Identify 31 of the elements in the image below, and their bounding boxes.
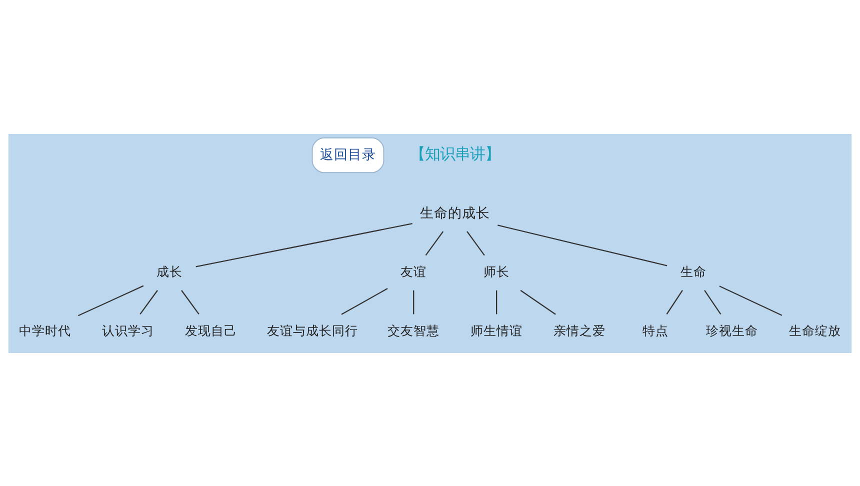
label: 【知识串讲】 (410, 144, 500, 162)
node-text: 中学时代 (19, 322, 72, 338)
connector (196, 222, 412, 267)
connector (140, 290, 158, 314)
node-text: 友谊与成长同行 (266, 322, 358, 338)
node-text: 生命 (680, 264, 706, 279)
node-text: 成长 (156, 264, 183, 279)
node-text: 师长 (484, 264, 510, 279)
node-text: 认识学习 (102, 322, 154, 338)
node-text: 生命的成长 (420, 205, 490, 222)
connector (704, 290, 722, 314)
connector (520, 289, 556, 314)
connector (341, 288, 388, 314)
node-text: 友谊 (400, 264, 427, 279)
connector (425, 230, 444, 256)
node-text: 珍视生命 (706, 322, 758, 338)
node-text: 发现自己 (185, 322, 237, 338)
node-text: 生命绽放 (788, 322, 841, 338)
node-text: 特点 (642, 322, 669, 338)
node-text: 交友智慧 (388, 322, 440, 338)
node-box: 返回目录 (312, 136, 384, 173)
node-text: 师生情谊 (470, 322, 523, 338)
connector (78, 284, 144, 316)
connector (466, 230, 485, 256)
connector (496, 290, 498, 314)
connector (413, 290, 414, 314)
connector (498, 224, 668, 266)
connector (719, 285, 782, 316)
node-text: 亲情之爱 (554, 322, 606, 338)
connector (181, 290, 200, 314)
connector (666, 290, 683, 314)
